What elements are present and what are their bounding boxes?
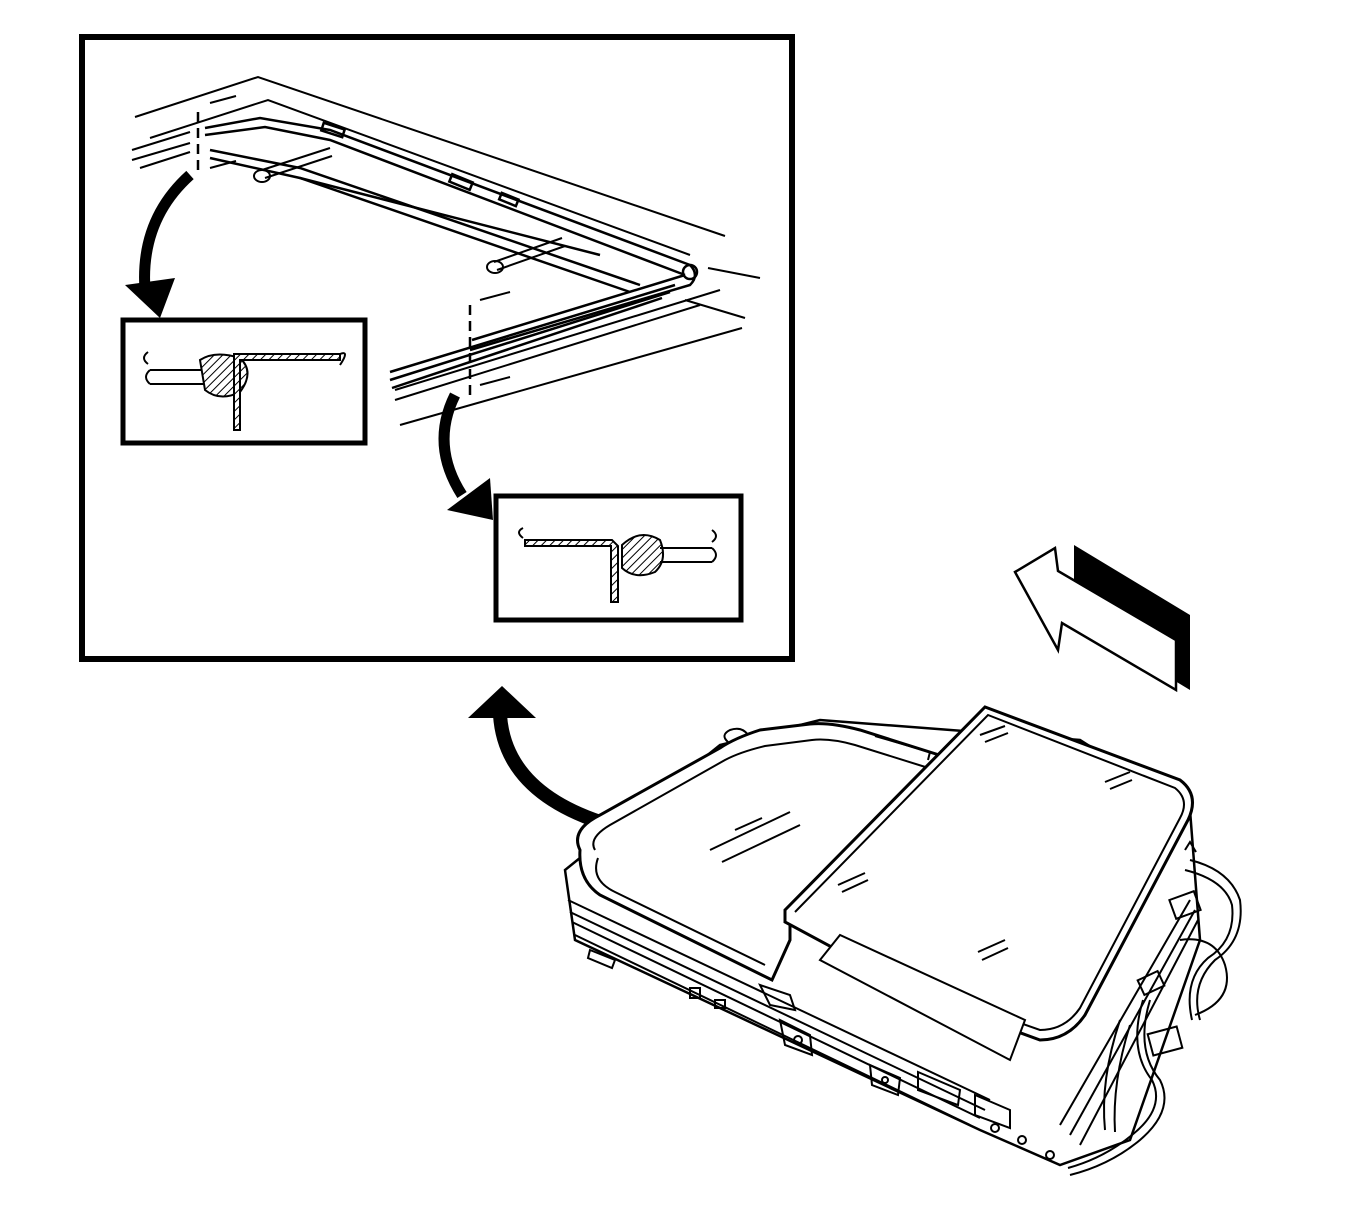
- section-cut-markers: [196, 112, 472, 395]
- fastener-bolts: [253, 147, 566, 274]
- glass-reflection-marks: [709, 811, 801, 863]
- housing-layered-edges: [567, 899, 1199, 1146]
- curved-arrow-icon: [125, 170, 194, 318]
- curved-arrow-icon: [468, 686, 603, 829]
- front-glass-marks: [837, 725, 1133, 961]
- left-seal-cross-section: [120, 317, 368, 446]
- right-seal-cross-section: [493, 493, 744, 623]
- panel-underside: [818, 933, 1027, 1062]
- wiring-harness: [1067, 840, 1242, 1176]
- sunroof-module-overview: [563, 705, 1242, 1176]
- sunroof-frame-rail: [204, 116, 699, 390]
- rear-glass-panel: [576, 722, 958, 983]
- section-cut-ticks: [209, 95, 511, 386]
- forward-direction-arrow-icon: [1013, 545, 1190, 693]
- roof-panel-lines: [131, 75, 761, 426]
- curved-arrow-icon: [438, 392, 493, 520]
- rail-bracket-details: [586, 727, 1055, 1160]
